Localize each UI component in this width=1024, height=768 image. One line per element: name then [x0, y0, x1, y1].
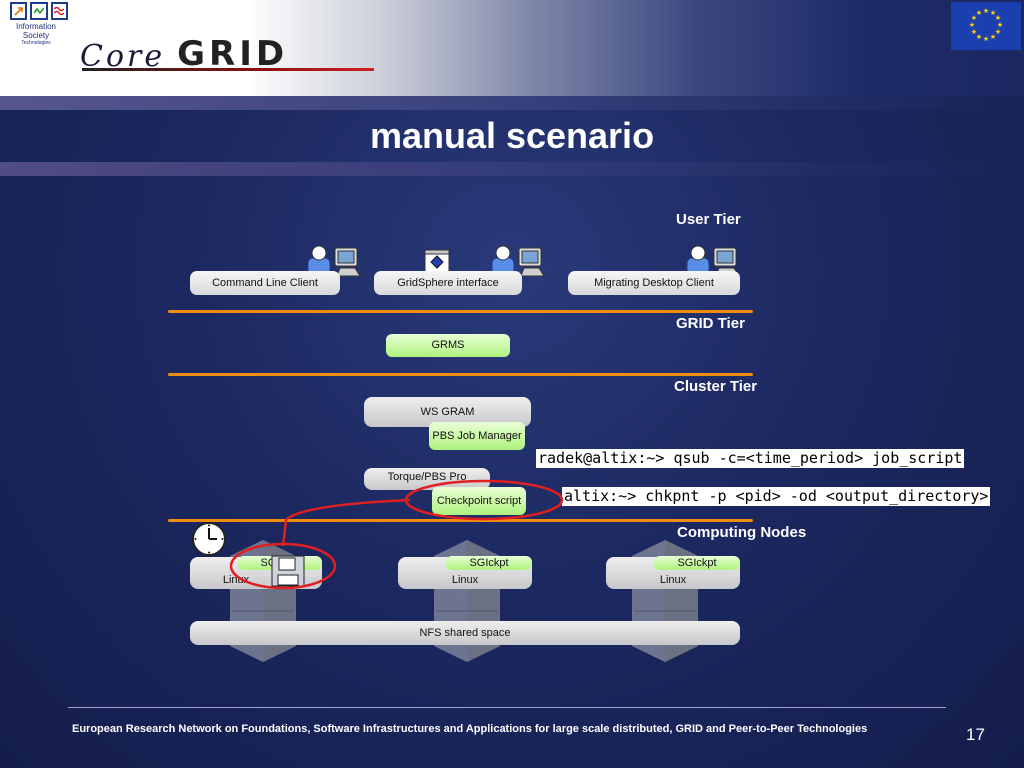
ist-wave-icon [30, 2, 48, 20]
svg-text:★: ★ [971, 28, 977, 36]
nfs-shared-space: NFS shared space [190, 621, 740, 645]
qsub-command: radek@altix:~> qsub -c=<time_period> job… [536, 449, 965, 468]
page-title: manual scenario [369, 115, 655, 156]
client-gridsphere: GridSphere interface [374, 271, 522, 295]
svg-text:★: ★ [990, 9, 996, 17]
ist-logo-text: Information Society [15, 22, 57, 40]
torque-pbs-box: Torque/PBS Pro [364, 468, 490, 490]
tier-separator [168, 373, 753, 376]
tier-separator [168, 519, 753, 522]
tier-separator [168, 310, 753, 313]
grms-box: GRMS [386, 334, 510, 357]
svg-text:★: ★ [995, 14, 1001, 22]
chkpnt-command: altix:~> chkpnt -p <pid> -od <output_dir… [562, 487, 991, 506]
clock-icon [191, 521, 227, 562]
coregrid-grid-text: GRID [177, 34, 289, 74]
tier-label-computing: Computing Nodes [677, 524, 807, 541]
client-migrating-desktop: Migrating Desktop Client [568, 271, 740, 295]
web-page-icon [424, 249, 450, 278]
footer-divider [68, 707, 946, 708]
node-module-2: SGIckpt [446, 556, 532, 570]
node-highlight-ellipse [229, 542, 337, 590]
svg-text:★: ★ [983, 7, 989, 15]
decorative-stripe [0, 96, 1024, 110]
ist-arrow-icon [10, 2, 28, 20]
checkpoint-connector [281, 498, 411, 547]
node-os-label: Linux [451, 574, 479, 586]
svg-text:★: ★ [995, 28, 1001, 36]
svg-text:★: ★ [969, 21, 975, 29]
svg-text:★: ★ [971, 14, 977, 22]
header-band [0, 0, 1024, 96]
eu-flag-icon: ★★★ ★★★ ★★★ ★★★ [951, 2, 1021, 50]
node-os-label: Linux [659, 574, 687, 586]
floppy-disk-icon [271, 555, 305, 592]
footer-text: European Research Network on Foundations… [72, 723, 868, 735]
node-module-3: SGIckpt [654, 556, 740, 570]
tier-label-cluster: Cluster Tier [674, 378, 758, 395]
svg-text:★: ★ [983, 35, 989, 43]
pbs-job-manager-box: PBS Job Manager [429, 422, 525, 450]
svg-text:★: ★ [976, 33, 982, 41]
ist-logo: Information Society Technologies [4, 2, 68, 52]
decorative-stripe [0, 162, 1024, 176]
svg-text:★: ★ [976, 9, 982, 17]
checkpoint-highlight-ellipse [404, 479, 564, 521]
ist-logo-sub: Technologies [21, 40, 51, 46]
checkpoint-script-box: Checkpoint script [432, 487, 526, 515]
tier-label-user: User Tier [676, 211, 741, 228]
svg-text:★: ★ [990, 33, 996, 41]
page-number: 17 [966, 725, 985, 744]
coregrid-underline [82, 68, 374, 71]
ist-approx-icon [50, 2, 68, 20]
node-os-label: Linux [222, 574, 250, 586]
client-command-line: Command Line Client [190, 271, 340, 295]
tier-label-grid: GRID Tier [676, 315, 745, 332]
svg-text:★: ★ [997, 21, 1003, 29]
